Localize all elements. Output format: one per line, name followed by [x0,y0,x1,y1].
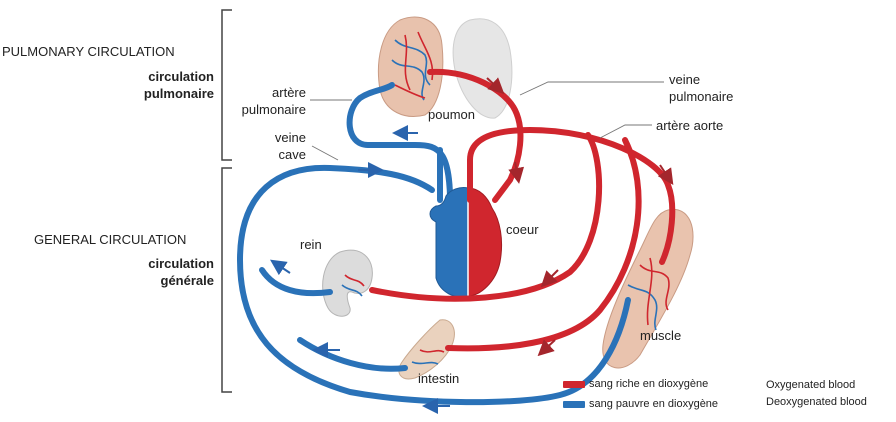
legend-swatch-deoxygenated [563,401,585,408]
pulmonary-bracket [222,10,232,160]
general-bracket [222,168,232,392]
general-subtitle-1: circulation [118,256,214,272]
label-veine-pulmonaire-2: pulmonaire [669,89,733,105]
label-rein: rein [300,237,322,253]
legend-oxygenated-en: Oxygenated blood [766,378,855,392]
label-artere-pulmonaire-2: pulmonaire [220,102,306,118]
label-intestin: intestin [418,371,459,387]
label-coeur: coeur [506,222,539,238]
pulmonary-subtitle-1: circulation [118,69,214,85]
kidney [323,250,373,316]
label-veine-cave-1: veine [250,130,306,146]
general-subtitle-2: générale [118,273,214,289]
label-veine-pulmonaire-1: veine [669,72,700,88]
legend-deoxygenated-en: Deoxygenated blood [766,395,867,409]
legend-swatch-oxygenated [563,381,585,388]
legend-deoxygenated-fr: sang pauvre en dioxygène [589,397,718,411]
label-veine-cave-2: cave [250,147,306,163]
heart [430,187,502,297]
legend-oxygenated-fr: sang riche en dioxygène [589,377,708,391]
label-poumon: poumon [428,107,475,123]
general-section-title: GENERAL CIRCULATION [34,232,186,248]
label-artere-aorte: artère aorte [656,118,723,134]
label-muscle: muscle [640,328,681,344]
pulmonary-section-title: PULMONARY CIRCULATION [2,44,175,60]
pulmonary-subtitle-2: pulmonaire [118,86,214,102]
right-lung [453,19,512,118]
label-artere-pulmonaire-1: artère [240,85,306,101]
